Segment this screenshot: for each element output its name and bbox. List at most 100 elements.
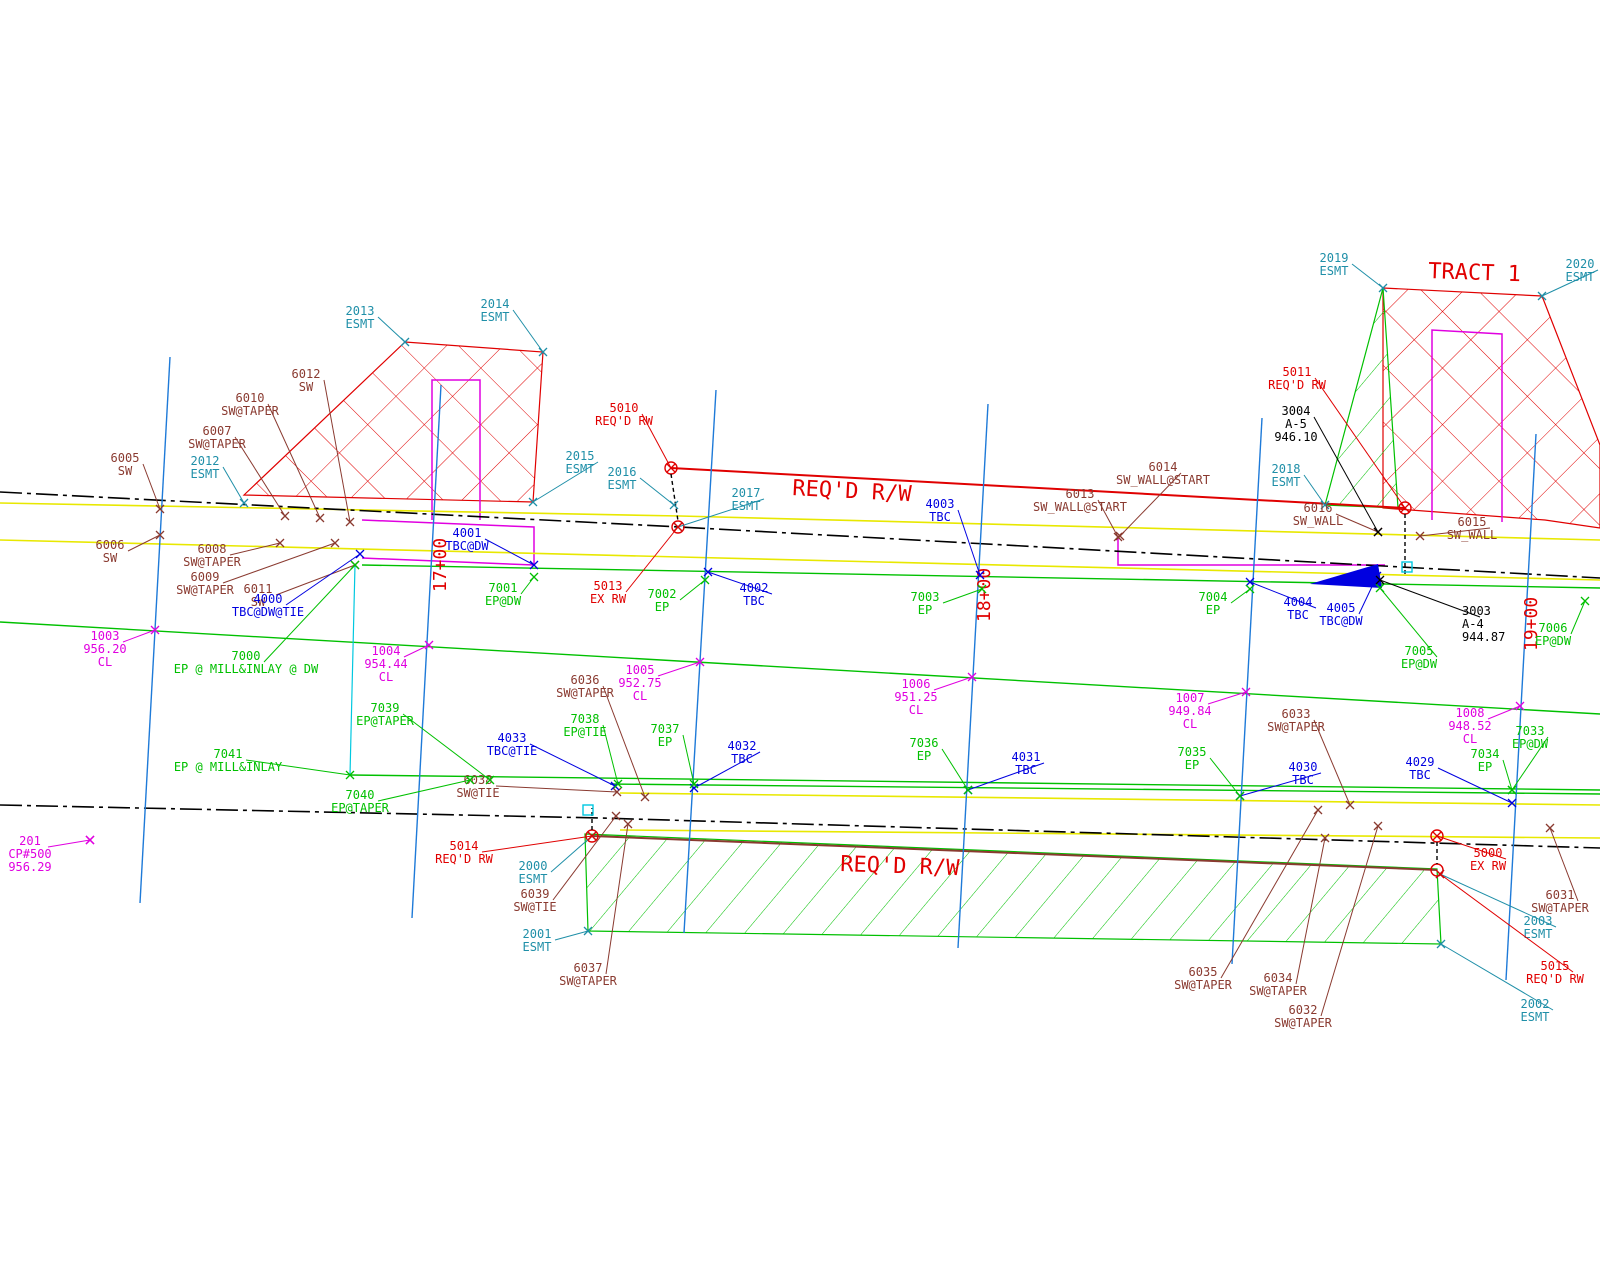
point-number: 1005 bbox=[626, 663, 655, 677]
leader-line bbox=[967, 762, 1045, 791]
point-mark bbox=[967, 672, 977, 682]
point-description: SW@TIE bbox=[456, 786, 499, 800]
row-brown-lower bbox=[591, 835, 1438, 871]
leader-line bbox=[1220, 809, 1319, 979]
point-description: ESMT bbox=[481, 310, 510, 324]
leader-line bbox=[1436, 835, 1507, 860]
edge-green-2 bbox=[0, 621, 1600, 715]
point-description: CL bbox=[909, 703, 923, 717]
leader-line bbox=[323, 379, 351, 523]
point-mark bbox=[695, 657, 705, 667]
point-number: 2020 bbox=[1566, 257, 1595, 271]
tract-label: TRACT 1 bbox=[1428, 259, 1522, 287]
point-mark bbox=[400, 337, 410, 347]
point-mark bbox=[1235, 791, 1245, 801]
point-number: 6006 bbox=[96, 538, 125, 552]
point-number: 7037 bbox=[651, 722, 680, 736]
point-mark bbox=[1507, 785, 1517, 795]
point-number: 4003 bbox=[926, 497, 955, 511]
point-number: 4030 bbox=[1289, 760, 1318, 774]
point-mark bbox=[703, 567, 713, 577]
green-hatch bbox=[584, 833, 1442, 945]
leader-line bbox=[1379, 579, 1481, 618]
leader-line bbox=[481, 835, 593, 853]
leader-line bbox=[552, 815, 617, 901]
point-description: TBC@DW@TIE bbox=[232, 605, 304, 619]
leader-line bbox=[234, 436, 286, 517]
leader-line bbox=[1487, 705, 1521, 720]
leader-line bbox=[285, 553, 361, 606]
point-description: EP@TAPER bbox=[331, 801, 390, 815]
point-description: EP bbox=[655, 600, 669, 614]
point-number: 7000 bbox=[232, 649, 261, 663]
point-description: 952.75 bbox=[618, 676, 661, 690]
leader-line bbox=[1335, 513, 1379, 533]
leader-line bbox=[1303, 474, 1326, 506]
point-description: ESMT bbox=[346, 317, 375, 331]
point-number: 1006 bbox=[902, 677, 931, 691]
point-description: EP @ MILL&INLAY bbox=[174, 760, 283, 774]
point-number: 2012 bbox=[191, 454, 220, 468]
point-mark bbox=[155, 530, 165, 540]
point-number: 7036 bbox=[910, 736, 939, 750]
point-mark bbox=[1400, 503, 1410, 513]
point-number: 7038 bbox=[571, 712, 600, 726]
leader-line bbox=[550, 835, 593, 873]
point-mark bbox=[1375, 583, 1385, 593]
point-mark bbox=[700, 575, 710, 585]
point-number: 6031 bbox=[1546, 888, 1575, 902]
point-number: 6034 bbox=[1264, 971, 1293, 985]
leader-line bbox=[1511, 736, 1549, 791]
leader-line bbox=[941, 748, 969, 791]
point-number: 5000 bbox=[1474, 846, 1503, 860]
point-mark bbox=[1245, 584, 1255, 594]
point-mark bbox=[350, 560, 360, 570]
point-description: ESMT bbox=[1524, 927, 1553, 941]
point-description: ESMT bbox=[519, 872, 548, 886]
point-mark bbox=[150, 625, 160, 635]
point-mark bbox=[355, 549, 365, 559]
point-description: SW@TAPER bbox=[556, 686, 615, 700]
point-number: 6007 bbox=[203, 424, 232, 438]
station-label-19: 19+00 bbox=[1521, 597, 1542, 651]
point-number: 6036 bbox=[571, 673, 600, 687]
point-description: TBC bbox=[1015, 763, 1037, 777]
point-number: 7006 bbox=[1539, 621, 1568, 635]
leader-line bbox=[1440, 943, 1554, 1011]
point-number: 2015 bbox=[566, 449, 595, 463]
easement-hatch-left bbox=[242, 341, 544, 503]
point-description: SW bbox=[103, 551, 118, 565]
point-description: SW@TAPER bbox=[1531, 901, 1590, 915]
leader-line bbox=[1313, 416, 1379, 533]
point-number: 6033 bbox=[1282, 707, 1311, 721]
point-mark bbox=[1320, 833, 1330, 843]
point-number: 6016 bbox=[1304, 501, 1333, 515]
point-number: 6012 bbox=[292, 367, 321, 381]
leader-line bbox=[625, 526, 679, 593]
point-number: 4002 bbox=[740, 581, 769, 595]
sidewalk-outline-4 bbox=[1117, 537, 1385, 566]
point-number: 1007 bbox=[1176, 691, 1205, 705]
point-description: SW_WALL bbox=[1293, 514, 1344, 528]
point-mark bbox=[275, 538, 285, 548]
point-mark bbox=[345, 770, 355, 780]
point-description: EP@DW bbox=[1401, 657, 1438, 671]
